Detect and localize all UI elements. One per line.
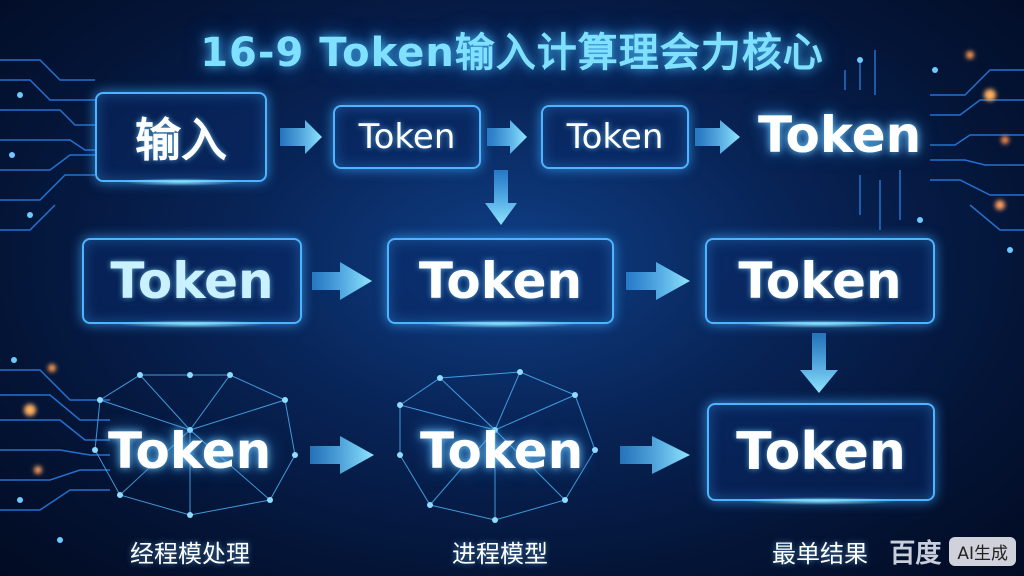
token-label: Token: [738, 252, 902, 310]
token-node-row3-b: Token: [420, 422, 584, 480]
arrow-row2-2: [626, 262, 690, 300]
token-label: Token: [418, 252, 583, 310]
token-node-row1-a: Token: [333, 105, 481, 169]
arrow-row1-1: [280, 120, 322, 154]
token-node-row2-a: Token: [82, 238, 302, 328]
arrow-row1-2: [487, 120, 527, 154]
token-label: Token: [736, 422, 906, 482]
token-node-row2-c: Token: [705, 238, 935, 328]
caption-right: 最单结果: [772, 540, 868, 568]
token-node-row1-b: Token: [541, 105, 689, 169]
arrow-row1-3: [695, 120, 740, 154]
arrow-row2-1: [312, 262, 372, 300]
arrow-down-1: [485, 170, 517, 225]
page-title: 16-9 Token输入计算理会力核心: [200, 30, 824, 76]
token-label: Token: [566, 117, 664, 157]
token-node-row3-c: Token: [707, 403, 935, 505]
ai-generated-badge: AI生成: [949, 537, 1016, 566]
input-node: 输入: [95, 92, 267, 186]
token-label: Token: [110, 252, 274, 310]
token-node-row3-a: Token: [108, 422, 272, 480]
watermark: 百度 AI生成: [889, 533, 1016, 570]
token-node-row2-b: Token: [387, 238, 614, 328]
watermark-brand: 百度: [889, 539, 942, 569]
arrow-row3-2: [620, 436, 690, 474]
arrow-down-2: [800, 333, 838, 393]
token-label: Token: [358, 117, 456, 157]
token-node-row1-c: Token: [758, 106, 922, 164]
input-node-label: 输入: [135, 113, 227, 167]
arrow-row3-1: [310, 436, 374, 474]
caption-middle: 进程模型: [452, 540, 548, 568]
caption-left: 经程模处理: [130, 540, 250, 568]
